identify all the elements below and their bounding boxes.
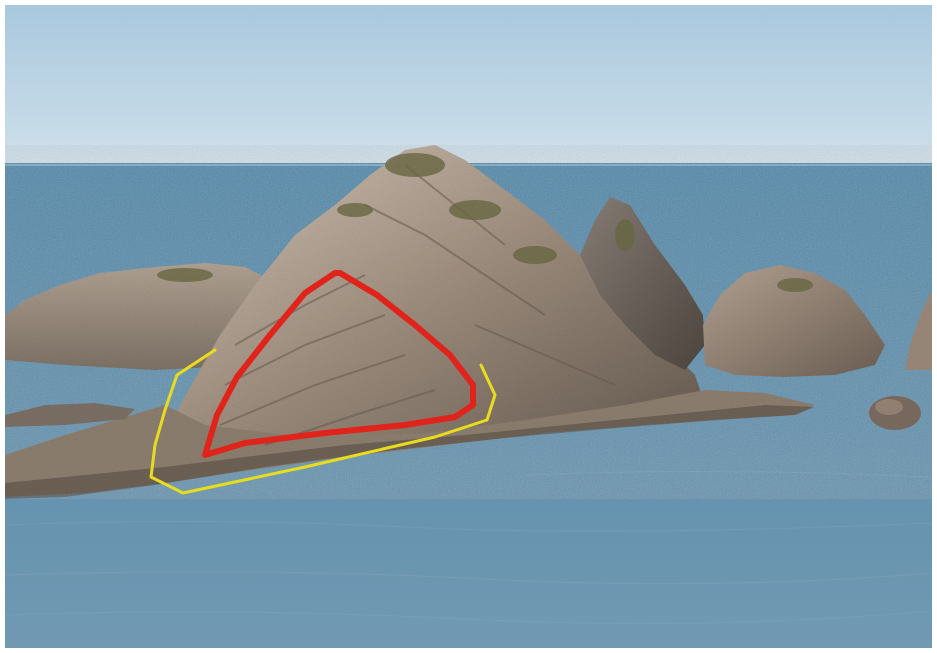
right-rock bbox=[703, 265, 885, 377]
left-reef bbox=[5, 403, 135, 427]
shore-shadow bbox=[5, 405, 815, 499]
sea-texture bbox=[5, 470, 932, 624]
red-outline bbox=[202, 270, 476, 458]
main-peak bbox=[155, 145, 705, 475]
photo-frame bbox=[5, 5, 932, 648]
left-headland bbox=[5, 263, 275, 370]
edge-rock bbox=[905, 290, 932, 370]
dark-spire bbox=[580, 197, 705, 370]
sky bbox=[5, 5, 932, 167]
boulder-highlight bbox=[875, 399, 903, 415]
vegetation bbox=[157, 153, 813, 292]
island-photo bbox=[5, 5, 932, 648]
yellow-outline bbox=[149, 348, 497, 495]
